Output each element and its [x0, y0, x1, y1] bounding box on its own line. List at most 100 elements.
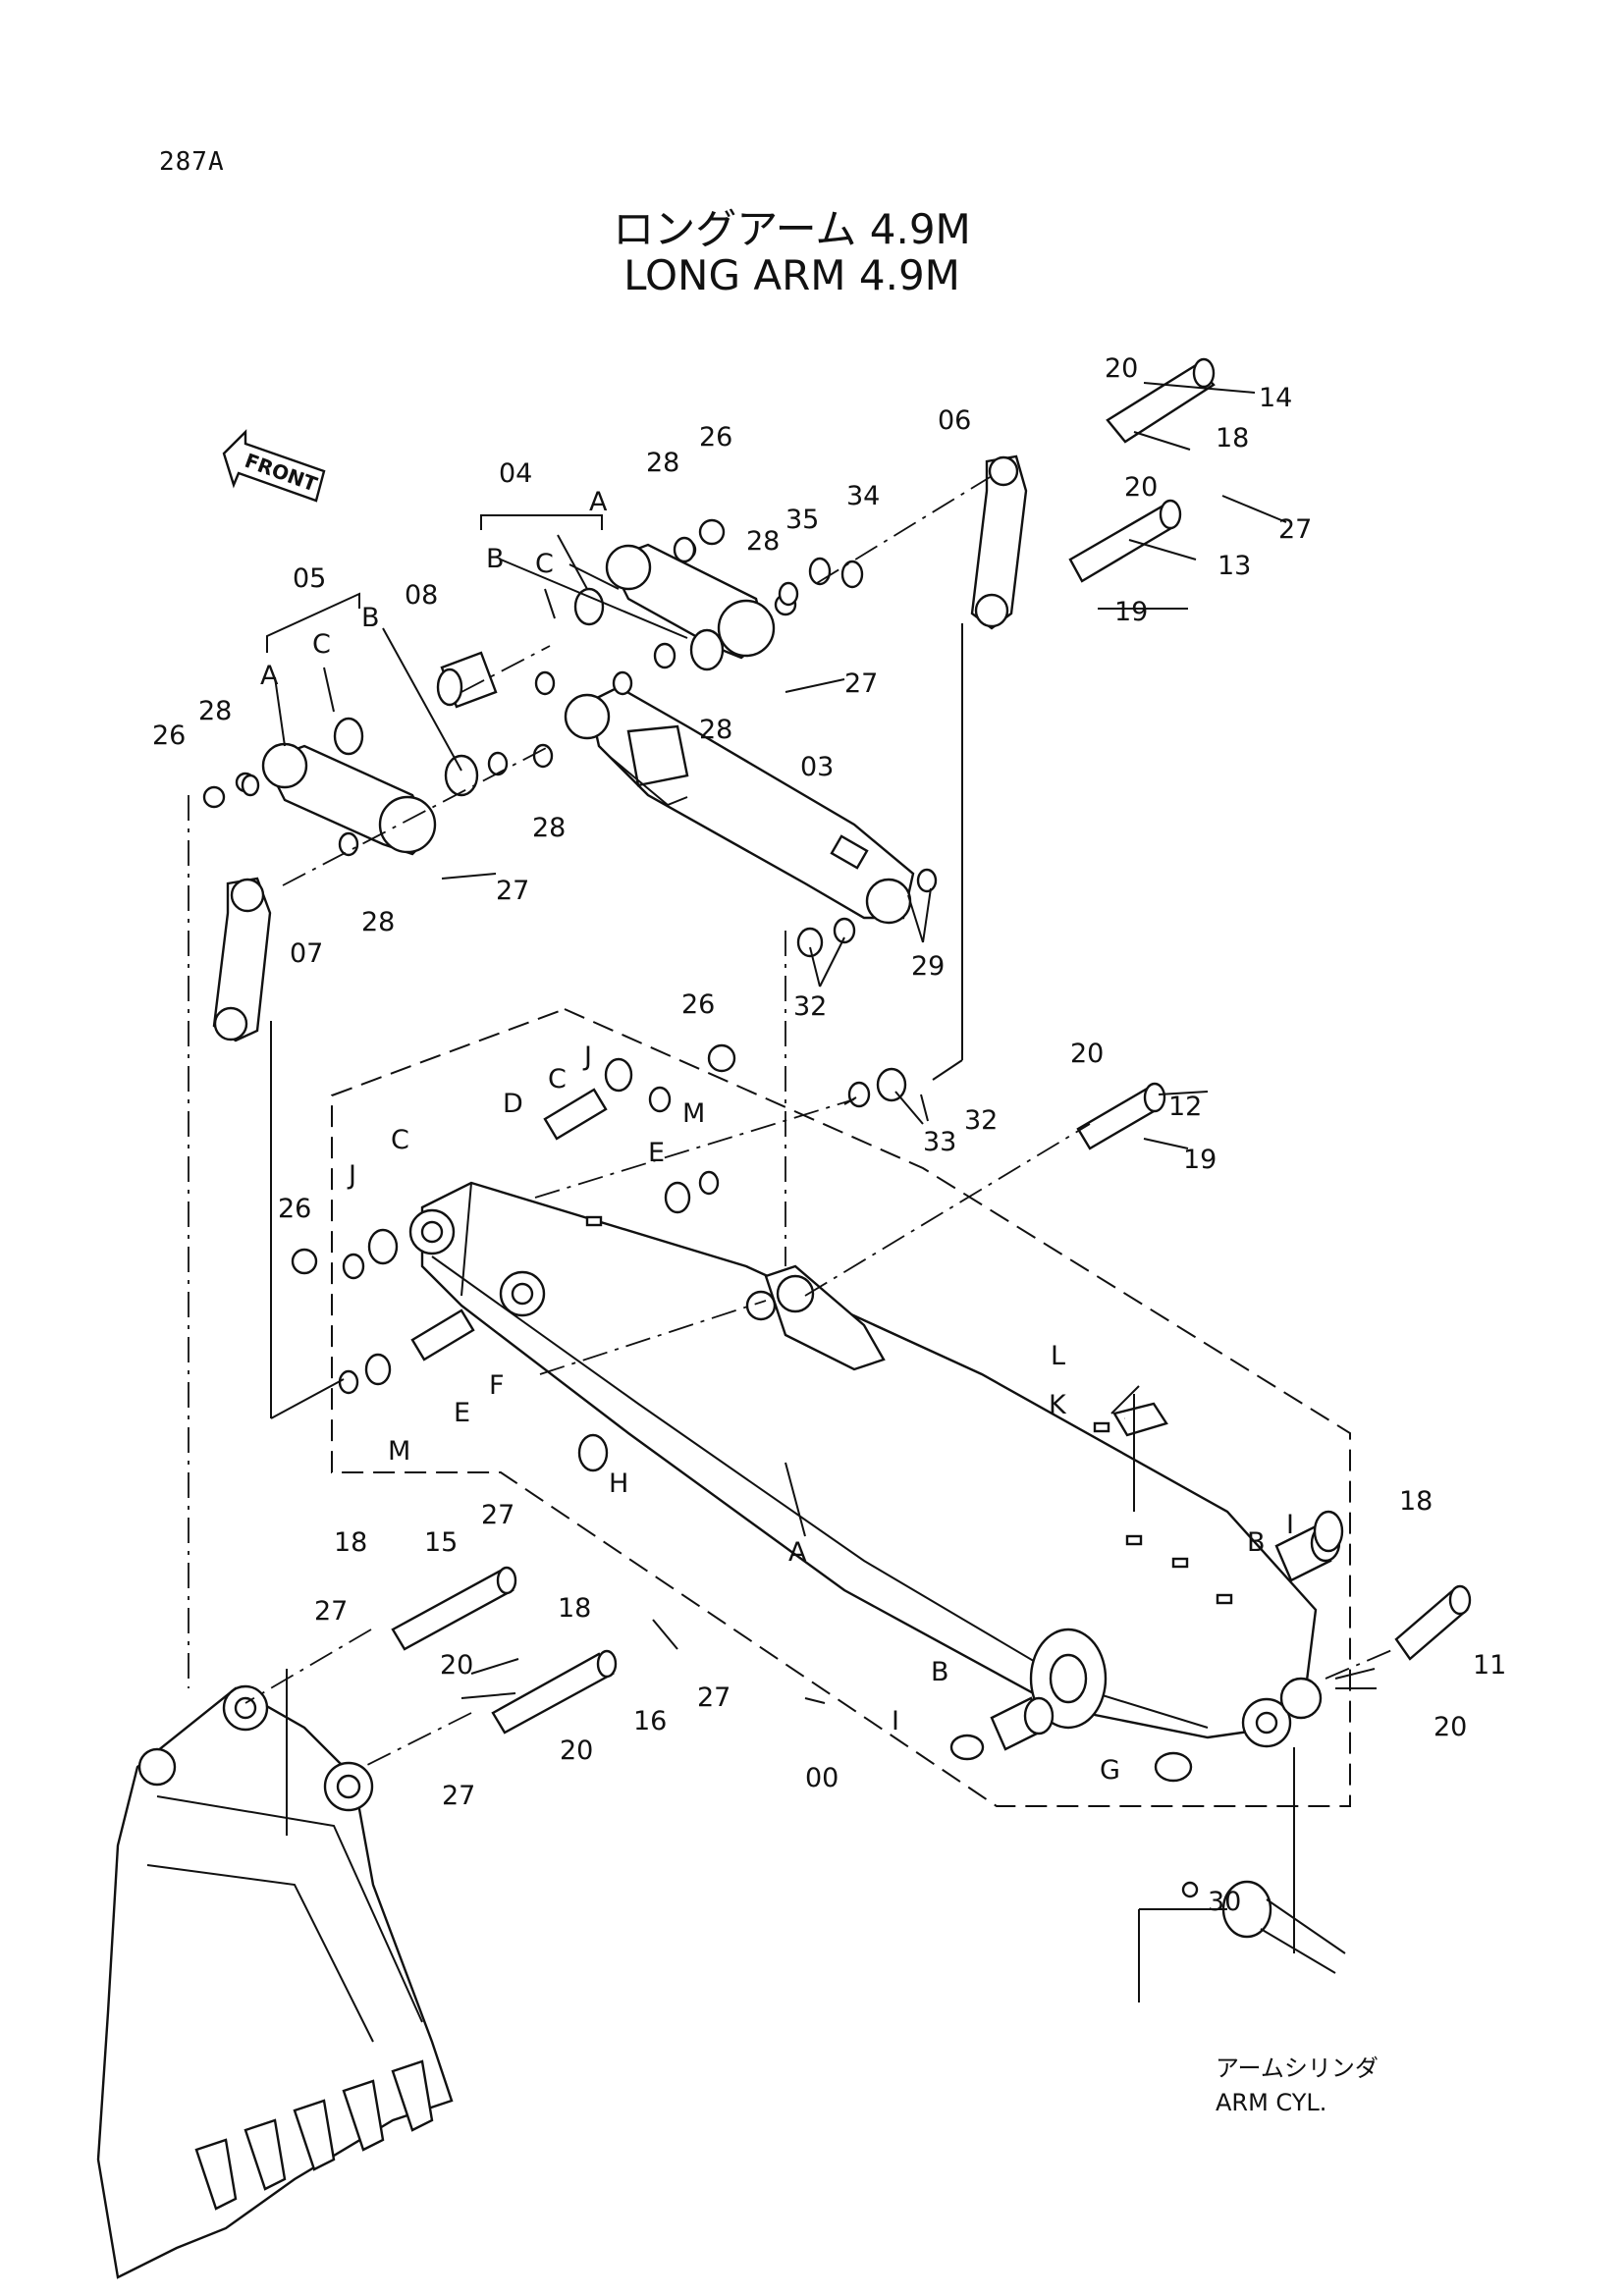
- callout-30: 30: [1208, 1887, 1241, 1917]
- callout-16: 16: [633, 1706, 667, 1736]
- front-direction-icon: FRONT: [222, 429, 326, 503]
- callout-20: 20: [440, 1650, 473, 1681]
- callout-27: 27: [844, 668, 878, 699]
- callout-18: 18: [1399, 1486, 1433, 1517]
- pin-12: [1076, 1082, 1166, 1150]
- arm-cylinder-label-jp: アームシリンダ: [1216, 2055, 1379, 2082]
- callout-B: B: [931, 1657, 949, 1687]
- callout-28: 28: [699, 715, 732, 745]
- link-assembly-04: [573, 538, 797, 671]
- assembly-00-boundary: [331, 1007, 1351, 1807]
- leader-lines: [188, 382, 1395, 2002]
- callout-32: 32: [964, 1105, 998, 1136]
- callout-34: 34: [846, 481, 880, 511]
- callout-12: 12: [1168, 1092, 1202, 1122]
- callout-28: 28: [361, 907, 395, 937]
- pin-15: [391, 1566, 517, 1651]
- callout-00: 00: [805, 1763, 839, 1793]
- callout-M: M: [388, 1436, 410, 1467]
- callout-L: L: [1051, 1341, 1065, 1371]
- callout-G: G: [1100, 1755, 1120, 1786]
- callout-E: E: [454, 1398, 470, 1428]
- callout-07: 07: [290, 938, 323, 969]
- callout-11: 11: [1473, 1650, 1506, 1681]
- callout-08: 08: [405, 580, 438, 611]
- callout-18: 18: [334, 1527, 367, 1558]
- page-number: 287A: [159, 147, 225, 177]
- callout-C: C: [391, 1125, 409, 1155]
- pin-F: [410, 1308, 475, 1362]
- callout-K: K: [1049, 1390, 1067, 1420]
- callout-28: 28: [198, 696, 232, 726]
- callout-26: 26: [152, 721, 186, 751]
- callout-28: 28: [646, 448, 679, 478]
- bucket-cylinder-03: [564, 685, 915, 925]
- callout-19: 19: [1114, 597, 1148, 627]
- callout-C: C: [548, 1064, 567, 1095]
- pin-11: [1394, 1584, 1472, 1661]
- callout-06: 06: [938, 405, 971, 436]
- arm-cylinder-rod-end: [1181, 1880, 1346, 1974]
- callout-M: M: [682, 1098, 705, 1129]
- callout-33: 33: [923, 1127, 956, 1157]
- callout-27: 27: [496, 876, 529, 906]
- callout-18: 18: [1216, 423, 1249, 454]
- callout-13: 13: [1217, 551, 1251, 581]
- callout-B: B: [486, 544, 505, 574]
- callout-B: B: [361, 603, 380, 633]
- pin-D: [543, 1088, 608, 1141]
- callout-C: C: [535, 549, 554, 579]
- pin-16: [491, 1649, 618, 1735]
- callout-I: I: [1286, 1510, 1294, 1540]
- callout-05: 05: [293, 563, 326, 594]
- callout-A: A: [589, 487, 608, 517]
- callout-35: 35: [785, 505, 819, 535]
- callout-A: A: [260, 661, 279, 691]
- callout-04: 04: [499, 458, 532, 489]
- callout-J: J: [582, 1041, 592, 1072]
- callout-A: A: [788, 1537, 807, 1568]
- callout-18: 18: [558, 1593, 591, 1624]
- link-06: [970, 454, 1028, 630]
- arm-body: [408, 1181, 1323, 1748]
- callout-27: 27: [481, 1500, 514, 1530]
- callout-26: 26: [278, 1194, 311, 1224]
- callout-26: 26: [681, 989, 715, 1020]
- callout-C: C: [312, 629, 331, 660]
- callout-20: 20: [1070, 1039, 1104, 1069]
- callout-H: H: [609, 1468, 628, 1499]
- callout-15: 15: [424, 1527, 458, 1558]
- callout-28: 28: [746, 526, 780, 557]
- callout-28: 28: [532, 813, 566, 843]
- callout-03: 03: [800, 752, 834, 782]
- link-07: [212, 877, 272, 1042]
- callout-E: E: [648, 1138, 665, 1168]
- callout-20: 20: [1434, 1712, 1467, 1742]
- bushing-08: [436, 651, 498, 709]
- callout-19: 19: [1183, 1145, 1217, 1175]
- title-japanese: ロングアーム 4.9M: [613, 205, 971, 253]
- callout-I: I: [892, 1706, 899, 1736]
- bucket: [96, 1684, 454, 2279]
- small-parts: [202, 518, 1344, 1937]
- bushing-B-lower: [990, 1696, 1055, 1751]
- callout-27: 27: [442, 1781, 475, 1811]
- pin-14: [1106, 357, 1216, 444]
- callout-27: 27: [697, 1682, 730, 1713]
- arm-cylinder-note: アームシリンダ ARM CYL.: [1216, 2055, 1379, 2116]
- callout-J: J: [347, 1160, 356, 1191]
- link-assembly-05: [235, 717, 479, 856]
- callout-27: 27: [314, 1596, 348, 1627]
- pin-13: [1068, 499, 1182, 583]
- callout-20: 20: [1105, 353, 1138, 384]
- title-english: LONG ARM 4.9M: [623, 251, 960, 299]
- callout-D: D: [503, 1089, 523, 1119]
- callout-14: 14: [1259, 383, 1292, 413]
- callout-20: 20: [1124, 472, 1158, 503]
- callout-labels: 20 14 06 18 20 27 13 19 26 04 28 34 A 35…: [152, 353, 1506, 1917]
- callout-29: 29: [911, 951, 945, 982]
- callout-B: B: [1247, 1527, 1266, 1558]
- callout-32: 32: [793, 991, 827, 1022]
- callout-F: F: [489, 1370, 505, 1401]
